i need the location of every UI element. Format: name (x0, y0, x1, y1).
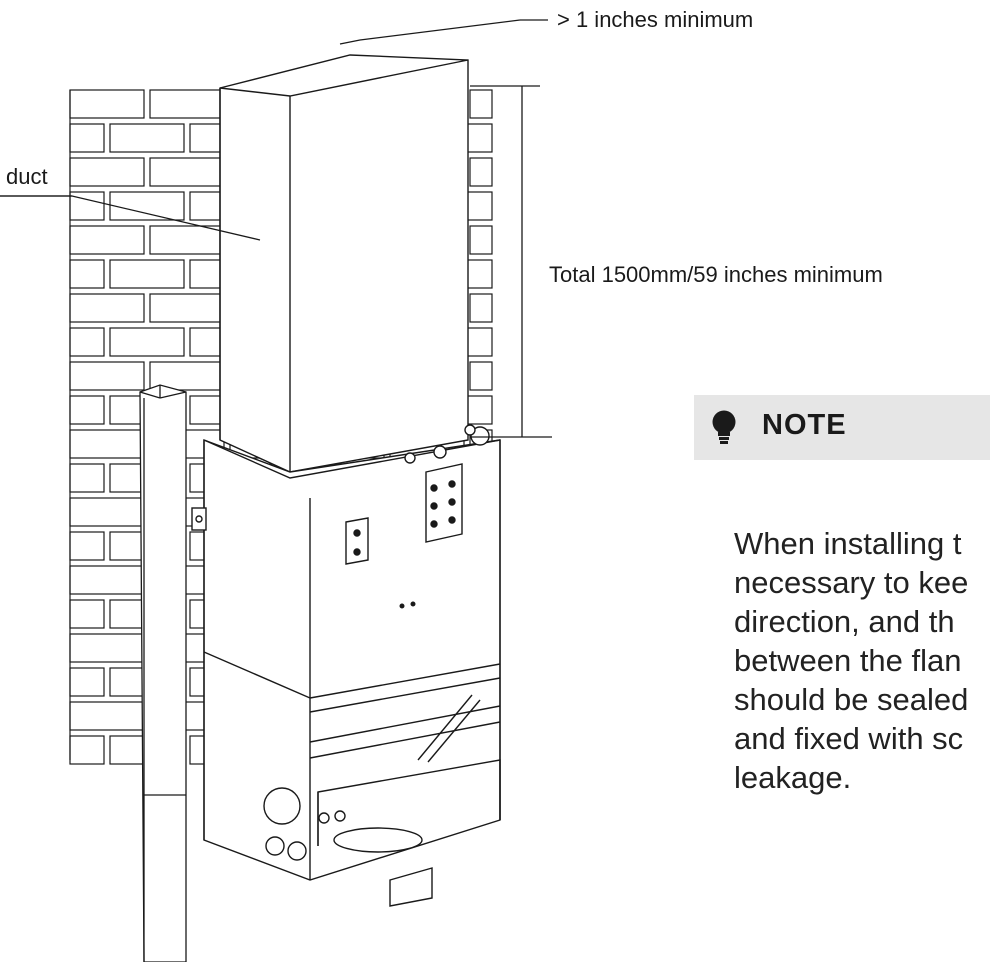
note-line: between the flan (734, 643, 962, 678)
note-body: When installing t necessary to kee direc… (734, 524, 990, 797)
dimension-lines (0, 19, 552, 438)
note-header: NOTE (694, 395, 990, 460)
duct-label: duct (6, 164, 48, 189)
unit-body (191, 424, 501, 907)
duct (219, 54, 469, 473)
note-line: When installing t (734, 526, 962, 561)
clearance-label: > 1 inches minimum (557, 7, 754, 32)
note-line: necessary to kee (734, 565, 969, 600)
conduit-pipe (139, 384, 187, 962)
note-line: leakage. (734, 760, 852, 795)
note-line: direction, and th (734, 604, 955, 639)
note-title: NOTE (762, 409, 847, 441)
note-line: should be sealed (734, 682, 969, 717)
total-height-label: Total 1500mm/59 inches minimum (549, 262, 883, 287)
note-line: and fixed with sc (734, 721, 964, 756)
lightbulb-icon (712, 410, 736, 444)
